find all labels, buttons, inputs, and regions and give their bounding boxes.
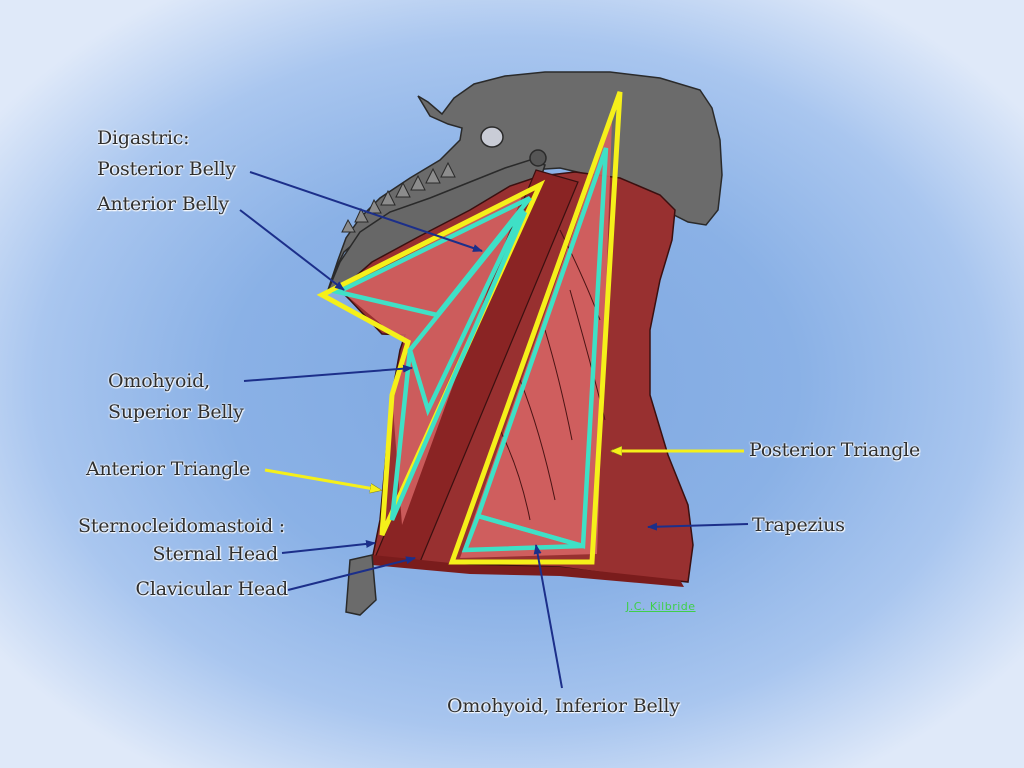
pointer-trapezius: [647, 522, 749, 531]
pointer-omohyoid-inferior: [533, 544, 563, 689]
pointer-anterior-belly: [239, 209, 345, 291]
author-signature: J.C. Kilbride: [626, 600, 696, 613]
label-trapezius: Trapezius: [752, 514, 845, 536]
ear-canal: [480, 126, 504, 148]
pointer-lines: [239, 171, 749, 689]
label-omohyoid-superior-1: Omohyoid,: [108, 370, 210, 392]
label-anterior-belly: Anterior Belly: [97, 193, 229, 215]
sternum-bone: [345, 554, 377, 616]
supraclavicular-triangle-outline: [461, 513, 584, 553]
teeth: [341, 161, 456, 233]
mastoid-process: [529, 149, 547, 167]
muscular-triangle-outline: [389, 211, 528, 521]
anterior-triangle-outline: [316, 179, 546, 537]
label-clavicular-head: Clavicular Head: [135, 578, 289, 600]
label-digastric: Digastric:: [97, 127, 190, 149]
anterior-triangle-fill: [340, 196, 522, 525]
label-omohyoid-superior-2: Superior Belly: [108, 401, 244, 423]
label-anterior-triangle: Anterior Triangle: [86, 458, 251, 480]
pointer-omohyoid-superior: [243, 364, 413, 382]
label-posterior-triangle: Posterior Triangle: [749, 439, 921, 461]
posterior-triangle-fill: [460, 120, 612, 558]
carotid-triangle-outline: [407, 208, 526, 417]
pointer-sternal-head: [281, 539, 376, 554]
label-sternal-head: Sternal Head: [152, 543, 278, 565]
pointer-clavicular-head: [287, 556, 416, 591]
pointer-anterior-triangle: [264, 468, 380, 490]
pointer-posterior-belly: [249, 171, 483, 252]
label-omohyoid-inferior: Omohyoid, Inferior Belly: [447, 695, 680, 717]
label-sternocleidomastoid: Sternocleidomastoid :: [78, 515, 285, 537]
posterior-triangle-outline: [448, 91, 623, 565]
label-posterior-belly: Posterior Belly: [97, 158, 236, 180]
